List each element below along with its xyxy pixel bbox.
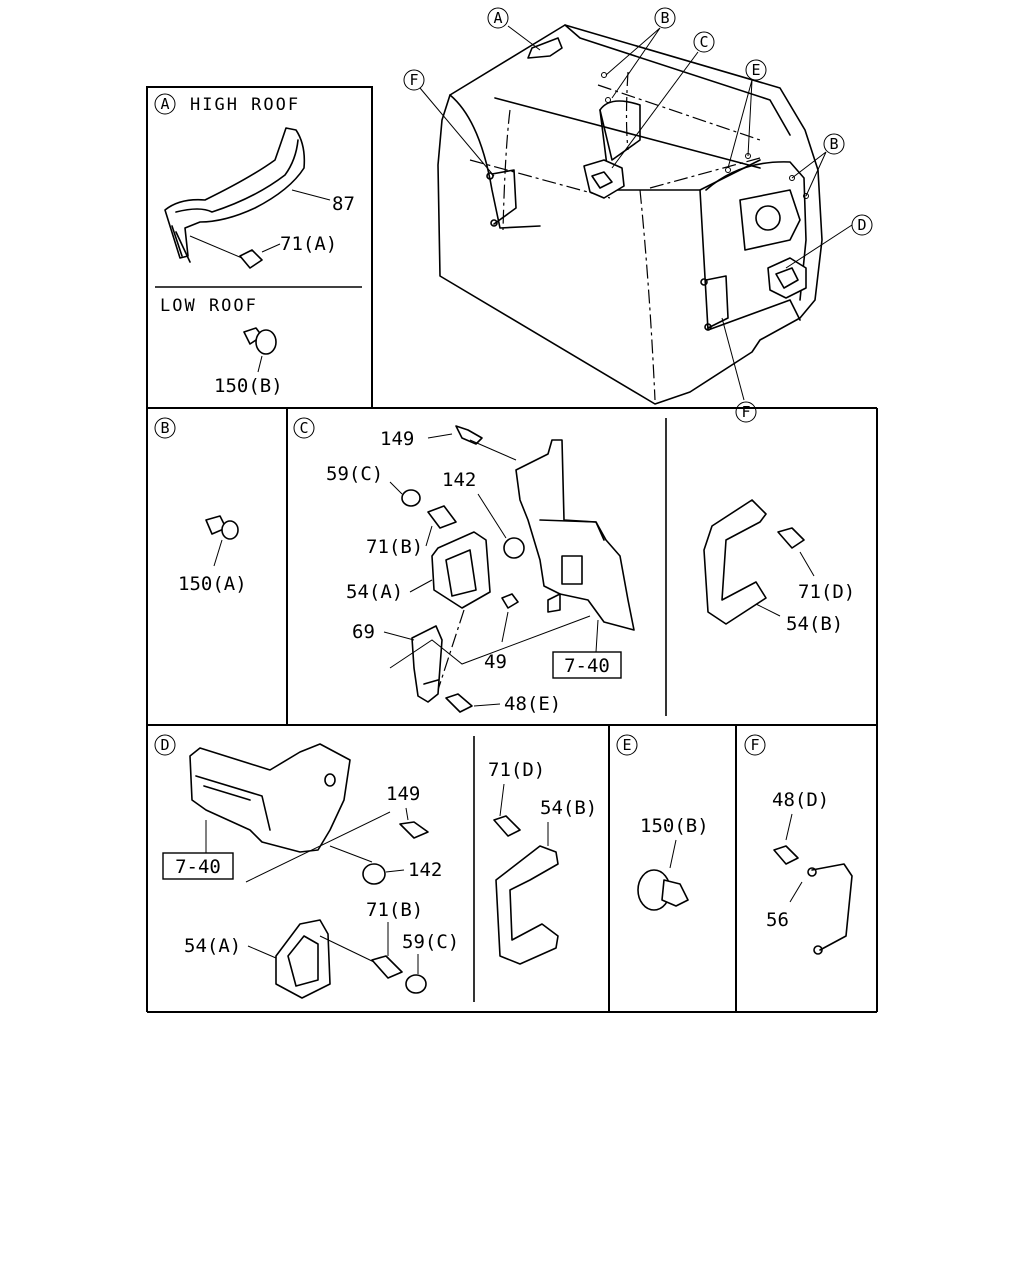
- callout-f-left: F: [403, 69, 425, 91]
- panel-d: D 7-40 149 142 54(A) 71(B) 59(C) 71(D) 5…: [154, 734, 597, 999]
- label-59c-d: 59(C): [402, 931, 459, 953]
- label-48d: 48(D): [772, 789, 829, 811]
- panel-b: B 150(A): [154, 417, 247, 595]
- label-54b-c: 54(B): [786, 613, 843, 635]
- panel-d-circle: D: [154, 734, 176, 756]
- cab-overview: A B C E B D F F: [403, 7, 873, 423]
- panel-a: A HIGH ROOF 87 71(A) LOW ROOF 150(B): [154, 93, 355, 397]
- svg-text:A: A: [493, 9, 502, 27]
- callout-b-right: B: [823, 133, 845, 155]
- panel-c: C 149 59(C) 142 71(B) 54(A) 49 69: [293, 417, 855, 715]
- callout-b-top: B: [654, 7, 676, 29]
- callout-d: D: [851, 214, 873, 236]
- label-69: 69: [352, 621, 375, 643]
- panel-f: F 48(D) 56: [744, 734, 853, 955]
- svg-text:E: E: [622, 736, 631, 754]
- label-56: 56: [766, 909, 789, 931]
- svg-text:B: B: [829, 135, 838, 153]
- label-71a: 71(A): [280, 233, 337, 255]
- svg-text:E: E: [751, 61, 760, 79]
- label-149-c: 149: [380, 428, 414, 450]
- panel-a-circle: A: [154, 93, 176, 115]
- ref-7-40-d: 7-40: [175, 856, 221, 878]
- svg-text:F: F: [409, 71, 418, 89]
- ref-7-40-c: 7-40: [564, 655, 610, 677]
- label-71b-d: 71(B): [366, 899, 423, 921]
- svg-text:F: F: [741, 403, 750, 421]
- label-71d-c: 71(D): [798, 581, 855, 603]
- callout-a: A: [487, 7, 509, 29]
- low-roof-title: LOW ROOF: [160, 296, 258, 316]
- label-48e: 48(E): [504, 693, 561, 715]
- label-54b-d: 54(B): [540, 797, 597, 819]
- label-49: 49: [484, 651, 507, 673]
- label-71b-c: 71(B): [366, 536, 423, 558]
- svg-text:D: D: [160, 736, 169, 754]
- label-54a-d: 54(A): [184, 935, 241, 957]
- panel-frames: [146, 86, 878, 1013]
- high-roof-title: HIGH ROOF: [190, 95, 300, 115]
- label-150b-a: 150(B): [214, 375, 283, 397]
- svg-text:C: C: [699, 33, 708, 51]
- panel-e: E 150(B): [616, 734, 709, 911]
- svg-text:D: D: [857, 216, 866, 234]
- panel-e-circle: E: [616, 734, 638, 756]
- label-59c-c: 59(C): [326, 463, 383, 485]
- callout-f-bottom: F: [735, 401, 757, 423]
- svg-text:F: F: [750, 736, 759, 754]
- panel-b-circle: B: [154, 417, 176, 439]
- svg-text:C: C: [299, 419, 308, 437]
- svg-text:A: A: [160, 95, 169, 113]
- panel-f-circle: F: [744, 734, 766, 756]
- label-87: 87: [332, 193, 355, 215]
- label-142-c: 142: [442, 469, 476, 491]
- callout-e: E: [745, 59, 767, 81]
- svg-text:B: B: [660, 9, 669, 27]
- label-71d-d: 71(D): [488, 759, 545, 781]
- label-149-d: 149: [386, 783, 420, 805]
- svg-text:B: B: [160, 419, 169, 437]
- label-142-d: 142: [408, 859, 442, 881]
- callout-c: C: [693, 31, 715, 53]
- panel-c-circle: C: [293, 417, 315, 439]
- label-54a-c: 54(A): [346, 581, 403, 603]
- label-150b-e: 150(B): [640, 815, 709, 837]
- label-150a: 150(A): [178, 573, 247, 595]
